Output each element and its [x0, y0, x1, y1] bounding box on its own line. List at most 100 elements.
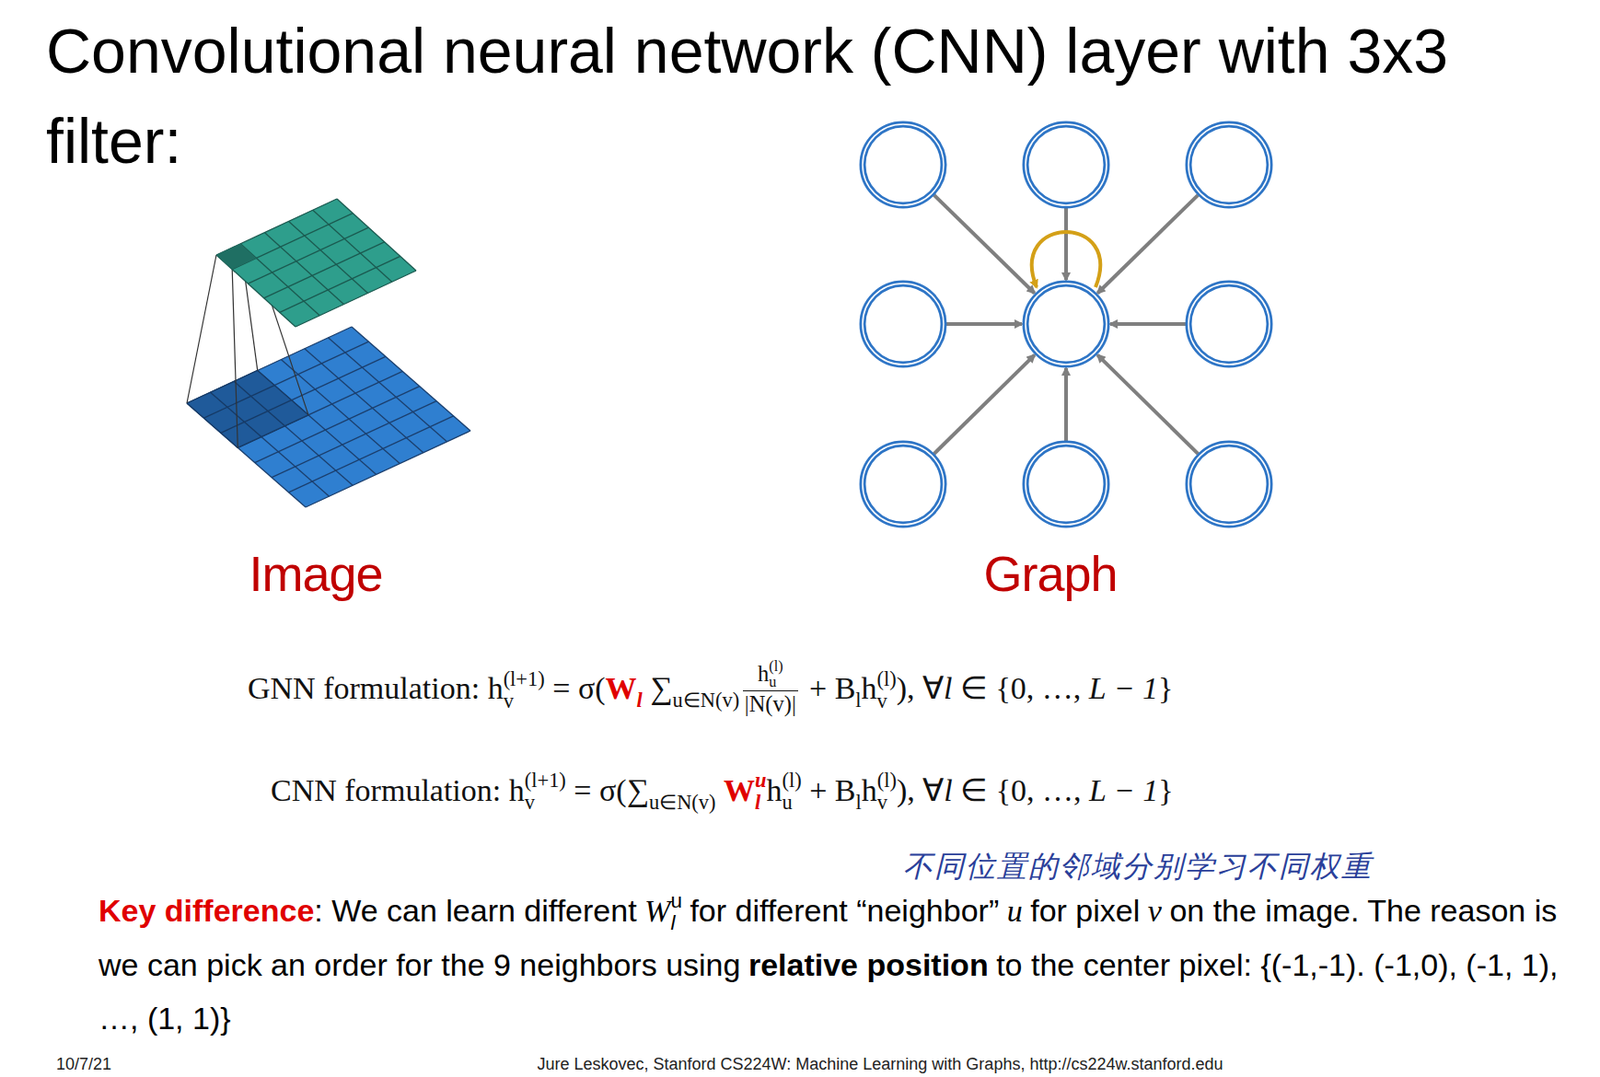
subscript: l	[670, 912, 682, 935]
formula-text: }	[1158, 773, 1173, 808]
formula-text: + B	[809, 773, 856, 808]
grid-line	[295, 270, 417, 327]
superscript: (l)	[877, 668, 897, 691]
handwritten-note: 不同位置的邻域分别学习不同权重	[903, 846, 1373, 888]
formula-text: l	[943, 773, 952, 808]
formula-text: ∑	[649, 671, 673, 706]
graph-node-circle	[1188, 283, 1270, 365]
subscript: v	[877, 690, 897, 713]
formula-text: : We can learn different	[313, 892, 637, 928]
formula-text: h	[861, 773, 878, 808]
grid-cell	[186, 326, 471, 508]
graph-node-circle	[1025, 124, 1107, 206]
grid-line	[231, 213, 353, 270]
formula-text: = σ(∑	[573, 773, 650, 808]
grid-line	[336, 198, 417, 271]
sup-sub-stack: (l)u	[768, 658, 783, 691]
formula-text: W	[644, 893, 671, 928]
sup-sub-stack: (l)u	[781, 769, 801, 814]
denominator: |N(v)|	[742, 691, 799, 718]
subscript: u	[768, 673, 783, 690]
graph-node-ring	[1188, 443, 1270, 525]
superscript: (l+1)	[524, 769, 567, 792]
formula-text: h	[757, 660, 769, 686]
graph-node-ring	[1025, 124, 1107, 206]
grid-line	[305, 430, 471, 508]
superscript: (l)	[768, 658, 783, 674]
formula-text: h	[765, 773, 782, 808]
formula-text: ∈ {0, …,	[960, 773, 1081, 808]
sup-sub-stack: ul	[670, 890, 682, 935]
formula-text: for pixel	[1030, 892, 1140, 928]
formula-text: ), ∀	[896, 671, 944, 706]
superscript: (l+1)	[503, 668, 545, 691]
graph-node-ring	[862, 124, 944, 206]
formula-text: v	[1147, 893, 1162, 928]
graph-node-circle	[862, 443, 944, 525]
graph-arrow	[1097, 355, 1198, 454]
fraction: h(l)u|N(v)|	[742, 658, 799, 718]
graph-node-ring	[1025, 443, 1107, 525]
grid-cell	[216, 243, 256, 270]
figure-label: Graph	[983, 544, 1117, 603]
graph-node-circle	[1188, 443, 1270, 525]
formula-text: W	[605, 671, 638, 706]
highlight-text: Key difference	[98, 892, 314, 928]
numerator: h(l)u	[742, 658, 799, 692]
superscript: (l)	[781, 769, 801, 792]
graph-node-ring	[862, 283, 944, 365]
grid-line	[264, 242, 385, 299]
subscript: v	[877, 791, 897, 814]
superscript: u	[754, 769, 766, 792]
graph-node-ring	[1025, 283, 1107, 365]
graph-arrow	[934, 355, 1035, 454]
formula-text: l	[856, 790, 862, 814]
formula-text: L − 1	[1089, 773, 1159, 808]
footer-date: 10/7/21	[56, 1055, 112, 1075]
graph-node-circle	[862, 124, 944, 206]
formula-text: u	[1007, 893, 1023, 928]
grid-line	[313, 209, 393, 282]
graph-arrow	[1064, 368, 1068, 441]
grid-cell	[186, 370, 309, 448]
formula-text: h	[861, 671, 878, 706]
key-difference-text: Key difference: We can learn differentWu…	[98, 883, 1592, 1045]
graph-arrow	[946, 322, 1022, 326]
graph-node-circle	[1025, 283, 1107, 365]
graph-node-ring	[1188, 283, 1270, 365]
formula-text: ), ∀	[896, 773, 944, 808]
formula-text: L − 1	[1089, 671, 1159, 706]
grid-line	[216, 255, 296, 327]
grid-line	[247, 227, 369, 284]
subscript: u	[781, 791, 801, 814]
formula-text: l	[637, 688, 643, 712]
formula-text: u∈N(v)	[649, 790, 717, 814]
line	[237, 415, 309, 449]
self-loop	[1031, 231, 1101, 288]
slide-title: Convolutional neural network (CNN) layer…	[46, 5, 1584, 186]
graph-arrow	[1097, 195, 1198, 294]
formula-text: l	[855, 688, 861, 712]
sup-sub-stack: ul	[754, 769, 766, 814]
grid-line	[327, 337, 447, 442]
subscript: l	[754, 791, 766, 814]
formula-text: = σ(	[552, 671, 605, 706]
graph-node-ring	[1188, 124, 1270, 206]
gnn-formula: GNN formulation: h(l+1)v= σ(Wl∑u∈N(v)h(l…	[247, 658, 1173, 718]
formula-text: for different “neighbor”	[689, 892, 999, 928]
graph-node-ring	[862, 443, 944, 525]
projection-line	[186, 255, 217, 404]
graph-arrow	[934, 195, 1035, 294]
formula-text: |N(v)|	[744, 691, 797, 717]
grid-line	[289, 416, 454, 493]
formula-text: ∈ {0, …,	[960, 671, 1081, 706]
subscript: v	[503, 690, 545, 713]
formula-text: u∈N(v)	[672, 688, 741, 712]
grid-line	[351, 326, 471, 431]
figure-label: Image	[248, 544, 383, 603]
graph-node-circle	[862, 283, 944, 365]
projection-line	[231, 269, 238, 449]
graph-node-circle	[1188, 124, 1270, 206]
footer-credit: Jure Leskovec, Stanford CS224W: Machine …	[536, 1055, 1223, 1075]
formula-text: W	[723, 773, 755, 808]
